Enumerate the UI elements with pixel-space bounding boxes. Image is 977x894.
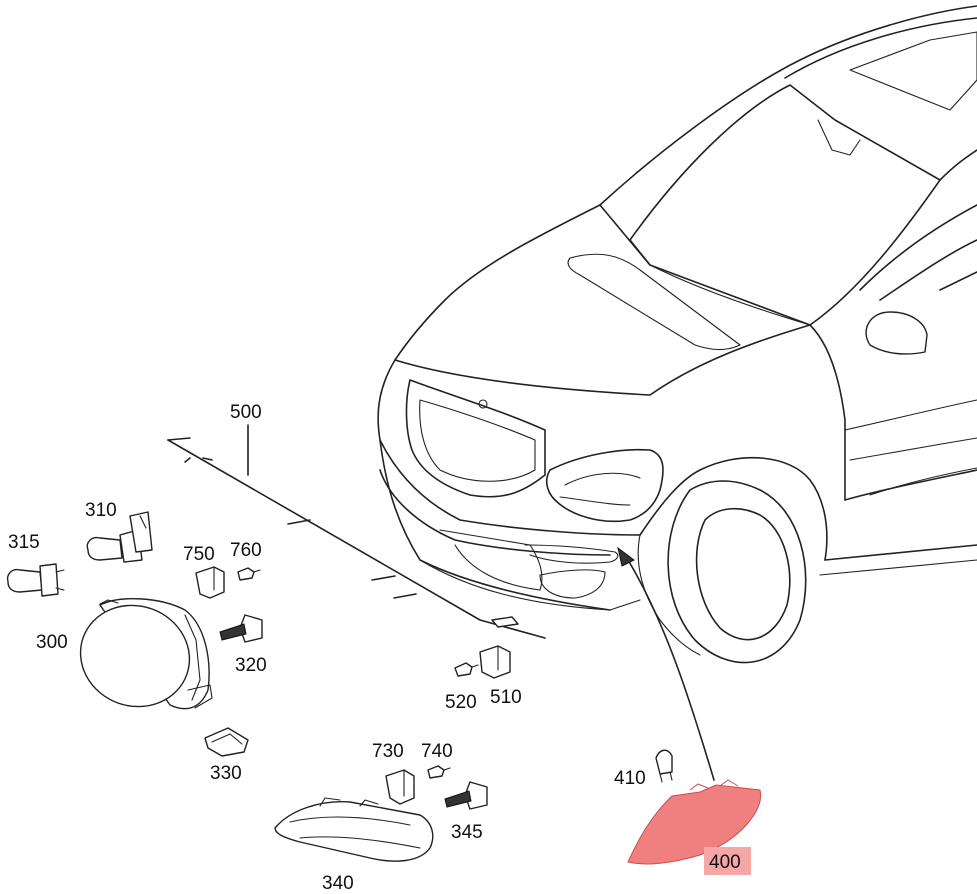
socket-730	[385, 769, 415, 805]
callout-750: 750	[183, 544, 215, 565]
socket-510	[479, 645, 511, 679]
bulb-310	[86, 511, 153, 563]
fog-lamp-300	[79, 597, 213, 710]
bulb-740	[427, 765, 451, 779]
clip-330	[204, 727, 249, 757]
callout-520: 520	[445, 692, 477, 713]
callout-740: 740	[421, 741, 453, 762]
callout-500: 500	[230, 402, 262, 423]
callout-345: 345	[451, 822, 483, 843]
daytime-light-340	[274, 797, 434, 862]
callout-315: 315	[8, 532, 40, 553]
screw-345	[444, 781, 488, 810]
callout-340: 340	[322, 873, 354, 894]
screw-320	[219, 614, 263, 643]
callout-410: 410	[614, 768, 646, 789]
callout-760: 760	[230, 540, 262, 561]
bulb-410	[655, 749, 673, 783]
callout-510: 510	[490, 687, 522, 708]
callout-320: 320	[235, 655, 267, 676]
vehicle-outline	[377, 5, 977, 781]
bulb-520	[454, 662, 479, 677]
socket-750	[195, 566, 225, 599]
bulb-760	[237, 567, 261, 581]
callout-730: 730	[372, 741, 404, 762]
callout-300: 300	[36, 632, 68, 653]
callout-400-highlight	[704, 847, 751, 875]
bulb-315	[6, 563, 65, 597]
wiring-harness-500	[167, 424, 546, 639]
reflector-400-highlighted[interactable]	[627, 779, 762, 865]
callout-400[interactable]: 400	[709, 852, 741, 873]
callout-330: 330	[210, 763, 242, 784]
callout-310: 310	[85, 500, 117, 521]
